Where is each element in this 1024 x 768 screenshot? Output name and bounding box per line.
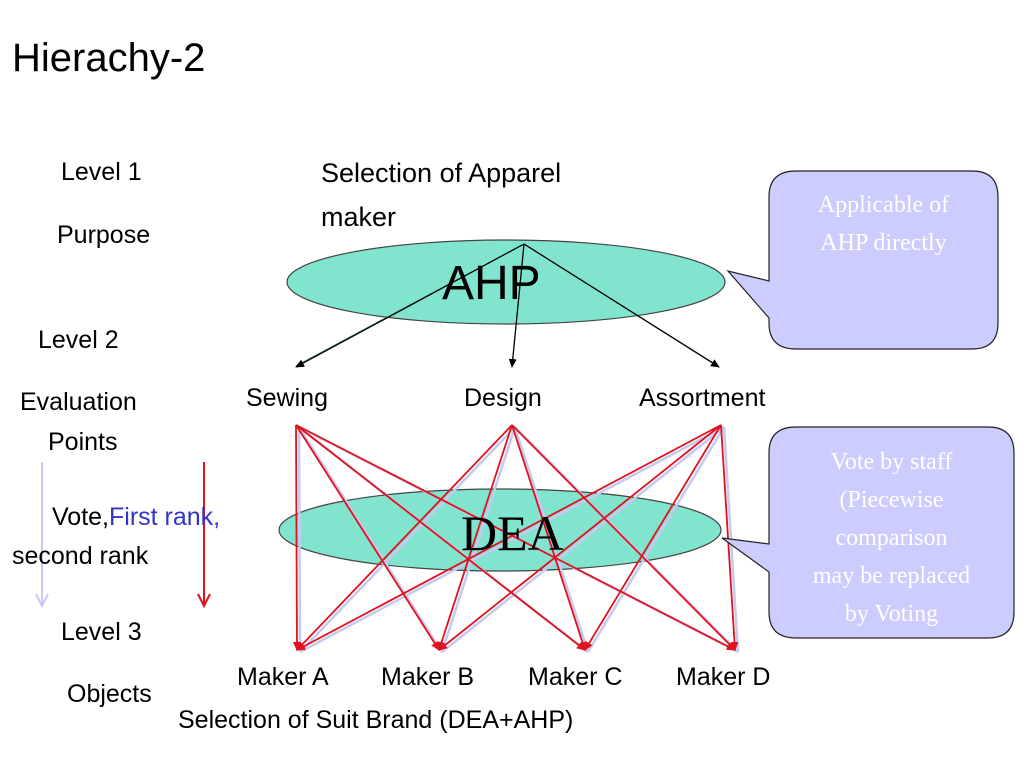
dea-label: DEA [461,505,564,561]
callout-top-bubble [726,170,999,350]
callout-bottom-line-2: (Piecewise [839,487,944,513]
points-label: Points [48,428,118,456]
callout-top-line-2: AHP directly [820,230,947,256]
level-2-label: Level 2 [38,326,119,354]
ahp-arrows [295,243,720,368]
objects-label: Objects [67,680,152,708]
red-line-2-1 [438,424,722,651]
lavender-line-1-1 [440,426,517,653]
goal-line-1: Selection of Apparel [321,158,562,188]
criterion-assortment: Assortment [639,384,766,412]
criterion-sewing: Sewing [246,384,328,412]
red-rank-arrowhead [197,593,211,609]
maker-a: Maker A [237,663,329,691]
callout-top-line-1: Applicable of [817,192,950,218]
ahp-ellipse [286,239,726,325]
lavender-line-0-0 [297,426,302,653]
red-line-1-2 [511,424,587,651]
red-line-0-2 [295,424,586,651]
callout-bottom-text: Vote by staff (Piecewise comparison may … [769,443,1014,633]
red-line-2-0 [296,424,722,651]
lavender-line-1-0 [299,426,516,653]
maker-d: Maker D [676,663,771,691]
callout-bottom-bubble [721,426,1015,639]
level-1-label: Level 1 [61,158,142,186]
callout-bottom-line-5: by Voting [844,601,939,627]
lavender-line-2-2 [586,426,726,653]
red-line-1-1 [437,424,513,651]
lavender-line-2-1 [441,426,725,653]
callout-bottom-line-1: Vote by staff [830,449,953,475]
lavender-line-1-2 [513,426,590,653]
red-line-2-3 [720,424,739,651]
lavender-line-0-1 [297,426,444,653]
red-line-0-1 [295,424,440,651]
red-criteria-maker-lines [292,424,739,651]
red-line-0-0 [292,424,301,651]
lavender-arrowhead [35,593,49,609]
red-line-1-3 [511,424,736,651]
callout-top-text: Applicable of AHP directly [769,186,998,262]
vote-rank-label: Vote,First rank, [52,503,220,532]
ahp-label: AHP [442,257,541,310]
goal-line-2: maker [321,202,397,232]
red-line-0-3 [295,424,736,651]
first-rank-highlight: First rank, [109,503,221,531]
vote-prefix: Vote, [52,503,109,531]
callout-bottom-line-4: may be replaced [812,563,971,589]
maker-b: Maker B [381,663,475,691]
footer-caption: Selection of Suit Brand (DEA+AHP) [178,706,574,734]
red-line-1-0 [296,424,513,651]
level-3-label: Level 3 [61,618,142,646]
callout-bottom-line-3: comparison [835,525,948,551]
maker-c: Maker C [528,663,623,691]
red-line-2-2 [584,424,722,651]
purpose-label: Purpose [57,221,151,249]
criterion-design: Design [464,384,542,412]
second-rank-label: second rank [12,542,149,570]
lavender-line-2-0 [299,425,725,654]
page-title: Hierachy-2 [12,36,206,80]
evaluation-label: Evaluation [20,388,137,416]
